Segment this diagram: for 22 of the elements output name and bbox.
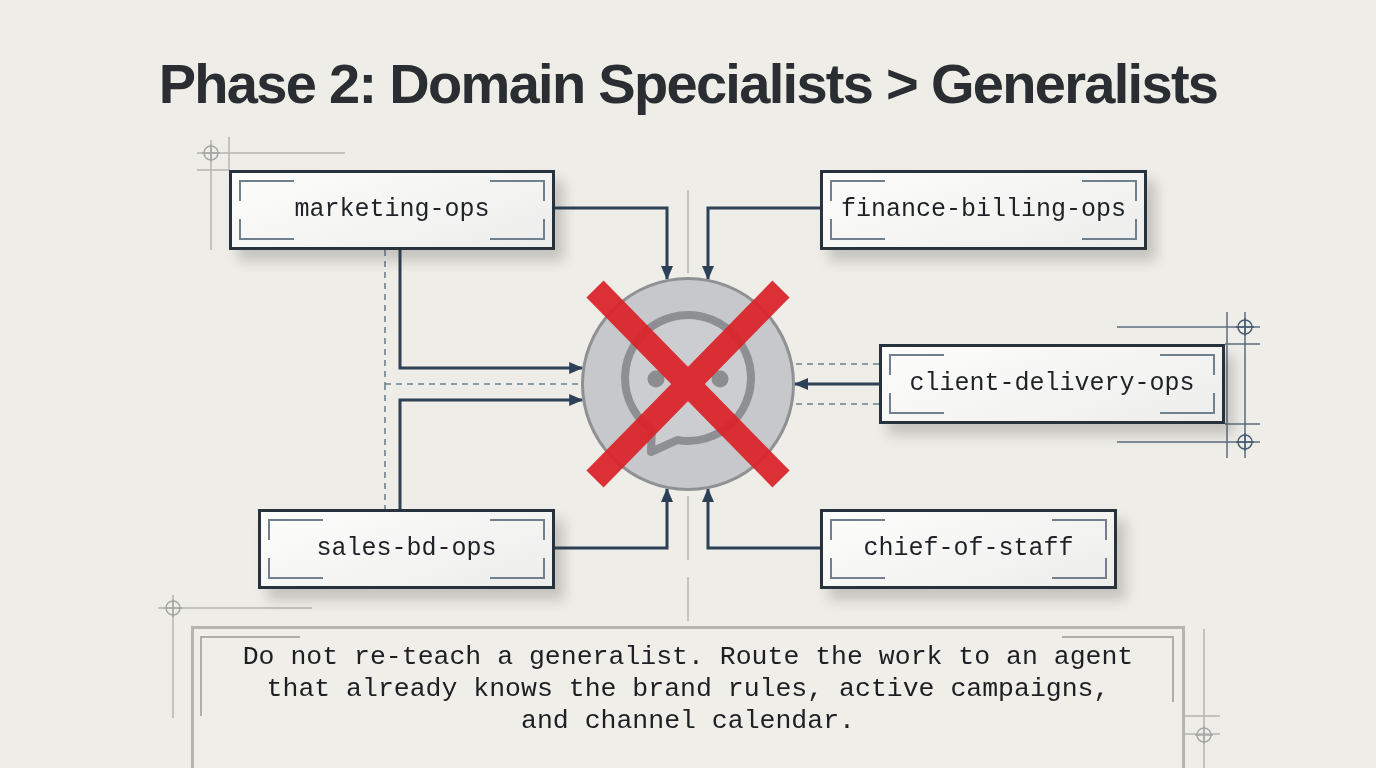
arrow bbox=[398, 394, 584, 509]
agent-box bbox=[879, 344, 1225, 424]
agent-name: sales-bd-ops bbox=[316, 534, 497, 564]
agent-box bbox=[229, 170, 555, 250]
agent-box bbox=[820, 170, 1147, 250]
arrow bbox=[702, 488, 820, 550]
agent-name: client-delivery-ops bbox=[909, 369, 1195, 399]
title: Phase 2: Domain Specialists > Generalists bbox=[158, 52, 1218, 116]
note-text: Do not re-teach a generalist. Route the work to an agent that already knows the brand rules, active campaigns, and channel calendar. bbox=[241, 641, 1135, 737]
arrow bbox=[555, 206, 673, 281]
arrow bbox=[398, 250, 584, 374]
agent-name: finance-billing-ops bbox=[840, 195, 1126, 225]
arrow bbox=[555, 487, 673, 550]
dashed-connector-line bbox=[384, 249, 386, 385]
agent-box bbox=[820, 509, 1117, 589]
agent-name: marketing-ops bbox=[294, 195, 490, 225]
note-panel bbox=[191, 626, 1185, 768]
arrow bbox=[794, 378, 879, 390]
dashed-connector-line bbox=[384, 383, 386, 510]
agent-box bbox=[258, 509, 555, 589]
arrow bbox=[702, 206, 820, 280]
agent-name: chief-of-staff bbox=[863, 534, 1074, 564]
